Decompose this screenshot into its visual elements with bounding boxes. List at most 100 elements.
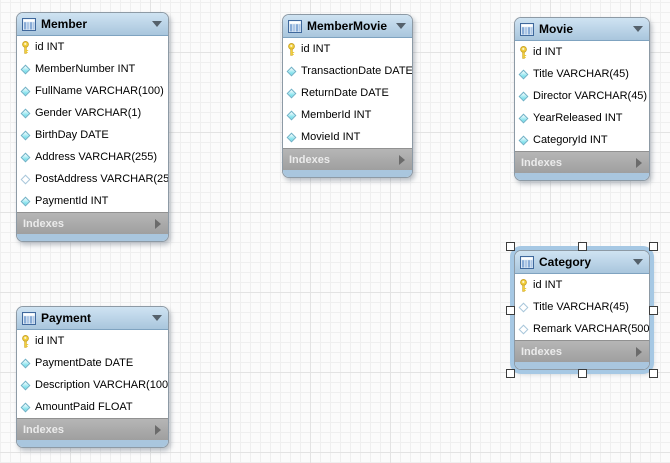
expand-arrow-icon (636, 157, 642, 168)
column-row[interactable]: id INT (515, 41, 649, 63)
selection-handle-nw[interactable] (506, 242, 515, 251)
column-label: AmountPaid FLOAT (35, 401, 133, 413)
column-row[interactable]: id INT (17, 330, 168, 352)
table-icon (22, 17, 36, 31)
selection-handle-w[interactable] (506, 306, 515, 315)
column-row[interactable]: Description VARCHAR(100) (17, 374, 168, 396)
column-row[interactable]: YearReleased INT (515, 107, 649, 129)
column-label: FullName VARCHAR(100) (35, 85, 164, 97)
column-label: CategoryId INT (533, 134, 608, 146)
diamond-filled-icon (20, 402, 31, 412)
indexes-footer[interactable]: Indexes (17, 212, 168, 234)
table-title: Member (41, 17, 88, 31)
table-header[interactable]: Member (17, 13, 168, 36)
column-row[interactable]: Director VARCHAR(45) (515, 85, 649, 107)
collapse-arrow-icon[interactable] (152, 21, 162, 27)
diamond-filled-icon (20, 196, 31, 206)
table-title: Payment (41, 311, 92, 325)
diamond-filled-icon (518, 135, 529, 145)
primary-key-icon (519, 45, 528, 59)
primary-key-icon (21, 40, 30, 54)
table-header[interactable]: Category (515, 251, 649, 274)
diamond-filled-icon (286, 132, 297, 142)
collapse-arrow-icon[interactable] (633, 26, 643, 32)
diamond-filled-icon (20, 108, 31, 118)
diamond-hollow-icon (518, 302, 529, 312)
table-member[interactable]: Member id INT MemberNumber INT FullName VAR… (16, 12, 169, 242)
diamond-filled-icon (20, 358, 31, 368)
table-movie[interactable]: Movie id INT Title VARCHAR(45) Director VAR… (514, 17, 650, 181)
column-row[interactable]: BirthDay DATE (17, 124, 168, 146)
table-icon (22, 311, 36, 325)
column-label: BirthDay DATE (35, 129, 109, 141)
column-row[interactable]: Address VARCHAR(255) (17, 146, 168, 168)
column-row[interactable]: MemberNumber INT (17, 58, 168, 80)
column-label: Remark VARCHAR(500) (533, 323, 650, 335)
column-row[interactable]: MemberId INT (283, 104, 412, 126)
column-row[interactable]: PaymentId INT (17, 190, 168, 212)
column-row[interactable]: FullName VARCHAR(100) (17, 80, 168, 102)
primary-key-icon (287, 42, 296, 56)
table-bottom-strip (17, 440, 168, 447)
indexes-footer[interactable]: Indexes (17, 418, 168, 440)
column-row[interactable]: id INT (17, 36, 168, 58)
column-row[interactable]: AmountPaid FLOAT (17, 396, 168, 418)
table-columns: id INT Title VARCHAR(45) Director VARCHAR(… (515, 41, 649, 151)
selection-handle-s[interactable] (578, 369, 587, 378)
column-row[interactable]: id INT (283, 38, 412, 60)
column-label: Title VARCHAR(45) (533, 68, 629, 80)
table-header[interactable]: Movie (515, 18, 649, 41)
column-row[interactable]: Remark VARCHAR(500) (515, 318, 649, 340)
table-icon (520, 22, 534, 36)
column-row[interactable]: ReturnDate DATE (283, 82, 412, 104)
table-header[interactable]: Payment (17, 307, 168, 330)
table-bottom-strip (17, 234, 168, 241)
column-label: id INT (301, 43, 331, 55)
selection-handle-ne[interactable] (649, 242, 658, 251)
diamond-hollow-icon (518, 324, 529, 334)
diamond-filled-icon (518, 69, 529, 79)
column-label: Director VARCHAR(45) (533, 90, 648, 102)
indexes-footer[interactable]: Indexes (283, 148, 412, 170)
column-label: id INT (35, 41, 65, 53)
table-payment[interactable]: Payment id INT PaymentDate DATE Description… (16, 306, 169, 448)
selection-handle-e[interactable] (649, 306, 658, 315)
collapse-arrow-icon[interactable] (633, 259, 643, 265)
column-label: YearReleased INT (533, 112, 623, 124)
table-title: Movie (539, 22, 574, 36)
indexes-footer[interactable]: Indexes (515, 151, 649, 173)
column-row[interactable]: Title VARCHAR(45) (515, 63, 649, 85)
column-row[interactable]: id INT (515, 274, 649, 296)
diamond-filled-icon (286, 110, 297, 120)
selection-handle-se[interactable] (649, 369, 658, 378)
column-row[interactable]: PostAddress VARCHAR(255) (17, 168, 168, 190)
table-bottom-strip (515, 173, 649, 180)
selection-handle-sw[interactable] (506, 369, 515, 378)
diamond-filled-icon (518, 91, 529, 101)
expand-arrow-icon (636, 346, 642, 357)
table-columns: id INT PaymentDate DATE Description VARCHA… (17, 330, 168, 418)
diamond-filled-icon (20, 152, 31, 162)
column-label: PaymentDate DATE (35, 357, 134, 369)
diamond-filled-icon (286, 66, 297, 76)
column-row[interactable]: MovieId INT (283, 126, 412, 148)
column-row[interactable]: CategoryId INT (515, 129, 649, 151)
column-label: id INT (533, 46, 563, 58)
selection-handle-n[interactable] (578, 242, 587, 251)
column-row[interactable]: TransactionDate DATE (283, 60, 412, 82)
indexes-label: Indexes (521, 345, 562, 358)
collapse-arrow-icon[interactable] (152, 315, 162, 321)
indexes-footer[interactable]: Indexes (515, 340, 649, 362)
primary-key-icon (21, 334, 30, 348)
column-row[interactable]: Title VARCHAR(45) (515, 296, 649, 318)
table-title: Category (539, 255, 592, 269)
table-bottom-strip (515, 362, 649, 369)
column-row[interactable]: Gender VARCHAR(1) (17, 102, 168, 124)
table-header[interactable]: MemberMovie (283, 15, 412, 38)
collapse-arrow-icon[interactable] (396, 23, 406, 29)
column-row[interactable]: PaymentDate DATE (17, 352, 168, 374)
